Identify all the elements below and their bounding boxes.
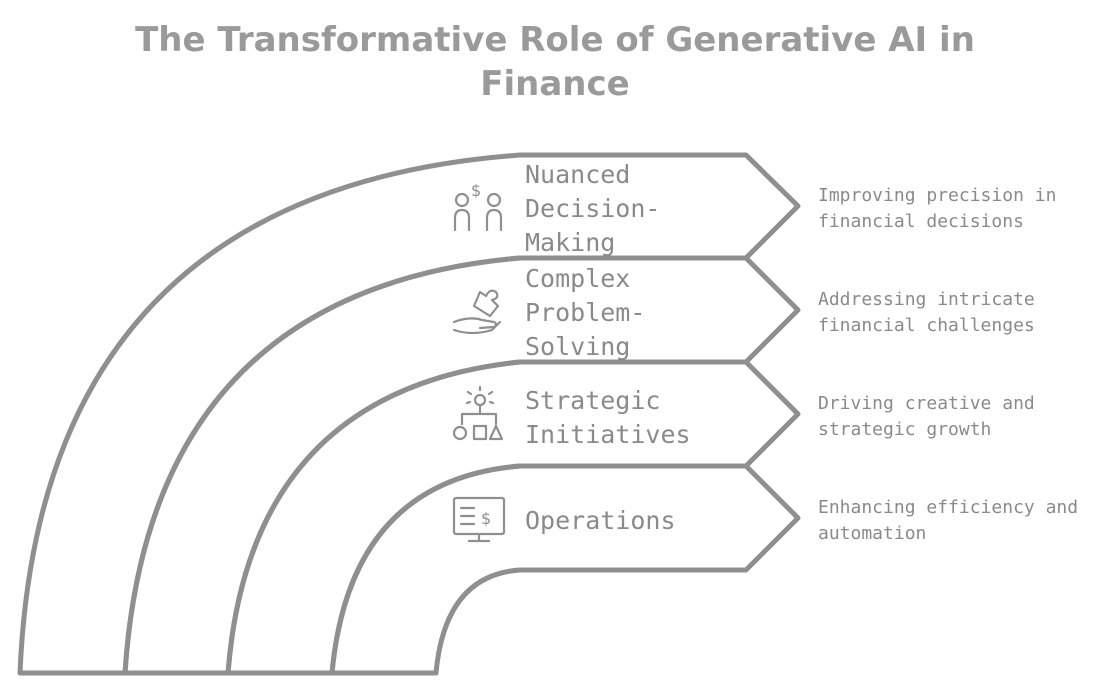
diagram-title: The Transformative Role of Generative AI… — [135, 20, 975, 104]
layer-band-strategic-initiatives — [225, 359, 801, 676]
layer-description-decision-making: Improving precision in financial decisio… — [818, 185, 1057, 232]
layer-label-operations: Operations — [525, 506, 676, 535]
layer-label-strategic-initiatives: Strategic Initiatives — [525, 386, 691, 449]
lightbulb-flowchart-icon — [452, 385, 504, 441]
svg-text:$: $ — [471, 181, 481, 200]
people-money-icon: $ — [453, 181, 503, 232]
layer-label-problem-solving: Complex Problem- Solving — [525, 264, 646, 361]
layer-description-strategic-initiatives: Driving creative and strategic growth — [818, 393, 1035, 440]
layer-band-operations — [329, 463, 801, 676]
layer-label-decision-making: Nuanced Decision- Making — [525, 160, 661, 257]
layer-description-operations: Enhancing efficiency and automation — [818, 497, 1079, 544]
hand-puzzle-icon — [452, 289, 502, 335]
finance-monitor-icon: $ — [452, 496, 506, 543]
layer-description-problem-solving: Addressing intricate financial challenge… — [818, 289, 1035, 336]
svg-text:$: $ — [481, 509, 491, 528]
